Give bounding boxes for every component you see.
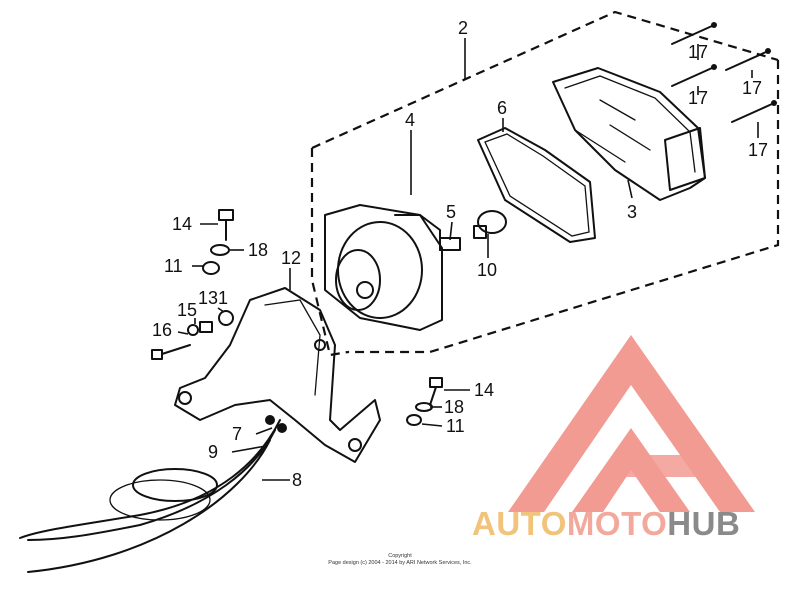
bolt	[429, 377, 443, 406]
bolt	[218, 209, 234, 241]
lens-gasket	[477, 127, 596, 243]
bolt	[151, 344, 191, 360]
copyright-text: Page design (c) 2004 - 2014 by ARI Netwo…	[328, 560, 472, 566]
logo-part-hub: HUB	[667, 505, 741, 542]
screw	[671, 64, 717, 87]
assembly-outline	[310, 10, 780, 357]
callout-131: 131	[198, 288, 228, 308]
callout-16: 16	[152, 320, 172, 340]
nut	[199, 310, 234, 333]
copyright-title: Copyright	[388, 553, 412, 559]
nut	[202, 261, 220, 275]
nut	[406, 414, 422, 426]
callout-14: 14	[172, 214, 192, 234]
screw	[731, 100, 777, 123]
logo-part-auto: AUTO	[472, 505, 567, 542]
callout-14: 14	[474, 380, 494, 400]
bulb	[473, 210, 507, 239]
callout-7: 7	[232, 424, 242, 444]
wiring-harness	[19, 415, 287, 573]
callout-11: 11	[446, 416, 465, 436]
callout-8: 8	[292, 470, 302, 490]
leader-lines	[177, 38, 759, 481]
light-base	[324, 204, 443, 331]
copyright-notice: Copyright Page design (c) 2004 - 2014 by…	[290, 553, 510, 567]
callout-5: 5	[446, 202, 456, 222]
logo-part-moto: MOTO	[566, 505, 668, 542]
callout-17: 17	[742, 78, 762, 98]
screw	[725, 48, 771, 71]
callout-17: 17	[748, 140, 768, 160]
taillight-housing	[552, 67, 706, 201]
callout-9: 9	[208, 442, 218, 462]
callout-10: 10	[477, 260, 497, 280]
bracket	[174, 287, 381, 463]
callout-2: 2	[458, 18, 468, 38]
callout-17: 17	[688, 88, 708, 108]
logo-mark	[508, 335, 755, 512]
callout-18: 18	[248, 240, 268, 260]
washer	[187, 324, 199, 336]
callout-11: 11	[164, 256, 183, 276]
callout-15: 15	[177, 300, 197, 320]
callout-17: 17	[688, 42, 708, 62]
washer	[415, 402, 433, 412]
callout-18: 18	[444, 397, 464, 417]
logo-wordmark: AUTOMOTOHUB	[472, 505, 740, 543]
callout-3: 3	[627, 202, 637, 222]
callout-4: 4	[405, 110, 415, 130]
washer	[210, 244, 230, 256]
callout-6: 6	[497, 98, 507, 118]
screw	[671, 22, 717, 45]
callout-12: 12	[281, 248, 301, 268]
